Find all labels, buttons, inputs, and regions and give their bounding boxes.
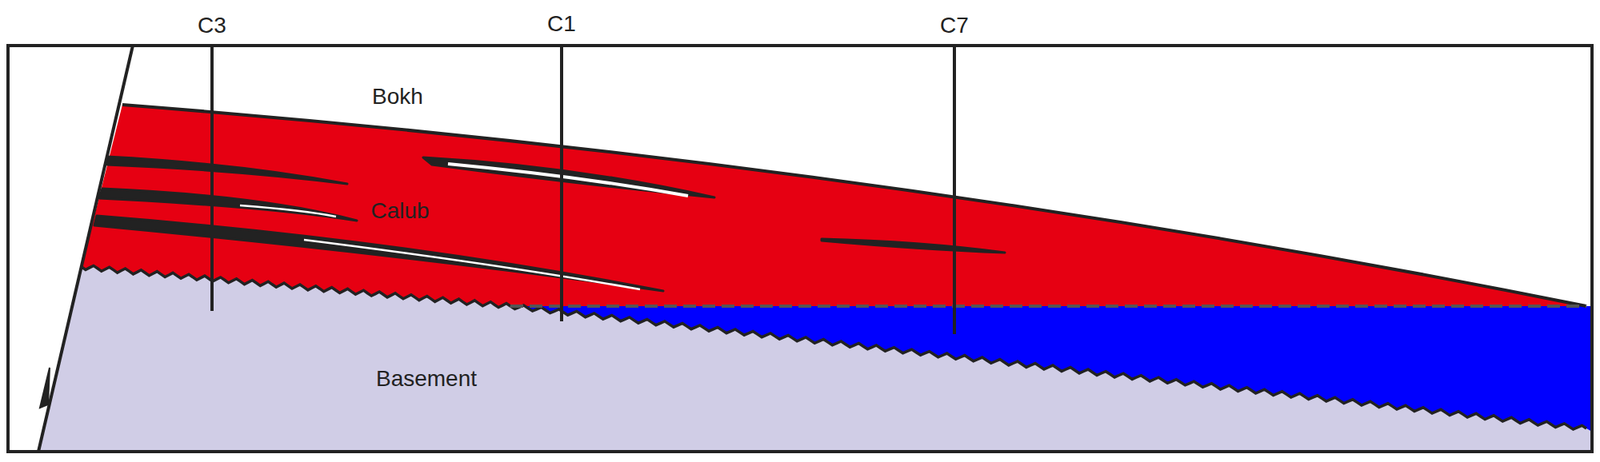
formation-label: Basement bbox=[376, 368, 477, 391]
water-zone bbox=[510, 305, 1592, 432]
well-name: C1 bbox=[547, 12, 576, 36]
well-name: C3 bbox=[197, 14, 227, 37]
lens-core bbox=[304, 240, 640, 290]
formation-label: Calub bbox=[370, 200, 429, 223]
formation-top bbox=[122, 104, 1587, 307]
unconformity bbox=[81, 265, 511, 308]
unconformity bbox=[510, 305, 1587, 430]
lenses bbox=[94, 156, 1005, 292]
formation-label: Bokh bbox=[372, 85, 424, 108]
frame bbox=[8, 45, 1592, 452]
lens-core bbox=[448, 164, 688, 196]
fluid-contact bbox=[510, 304, 1587, 308]
coal-lens bbox=[821, 239, 1005, 253]
well-line bbox=[952, 45, 956, 335]
well-line bbox=[210, 45, 214, 312]
coal-lens bbox=[94, 216, 664, 292]
fault-line bbox=[38, 45, 133, 452]
coal-lens bbox=[423, 157, 715, 198]
calub-unit bbox=[81, 104, 1587, 308]
lens-highlights bbox=[240, 164, 688, 290]
fault-arrow bbox=[40, 368, 50, 408]
well-name: C7 bbox=[940, 14, 969, 37]
coal-lens bbox=[99, 188, 357, 221]
well-line bbox=[560, 45, 564, 322]
lens-core bbox=[240, 205, 336, 217]
coal-lens bbox=[107, 156, 348, 184]
